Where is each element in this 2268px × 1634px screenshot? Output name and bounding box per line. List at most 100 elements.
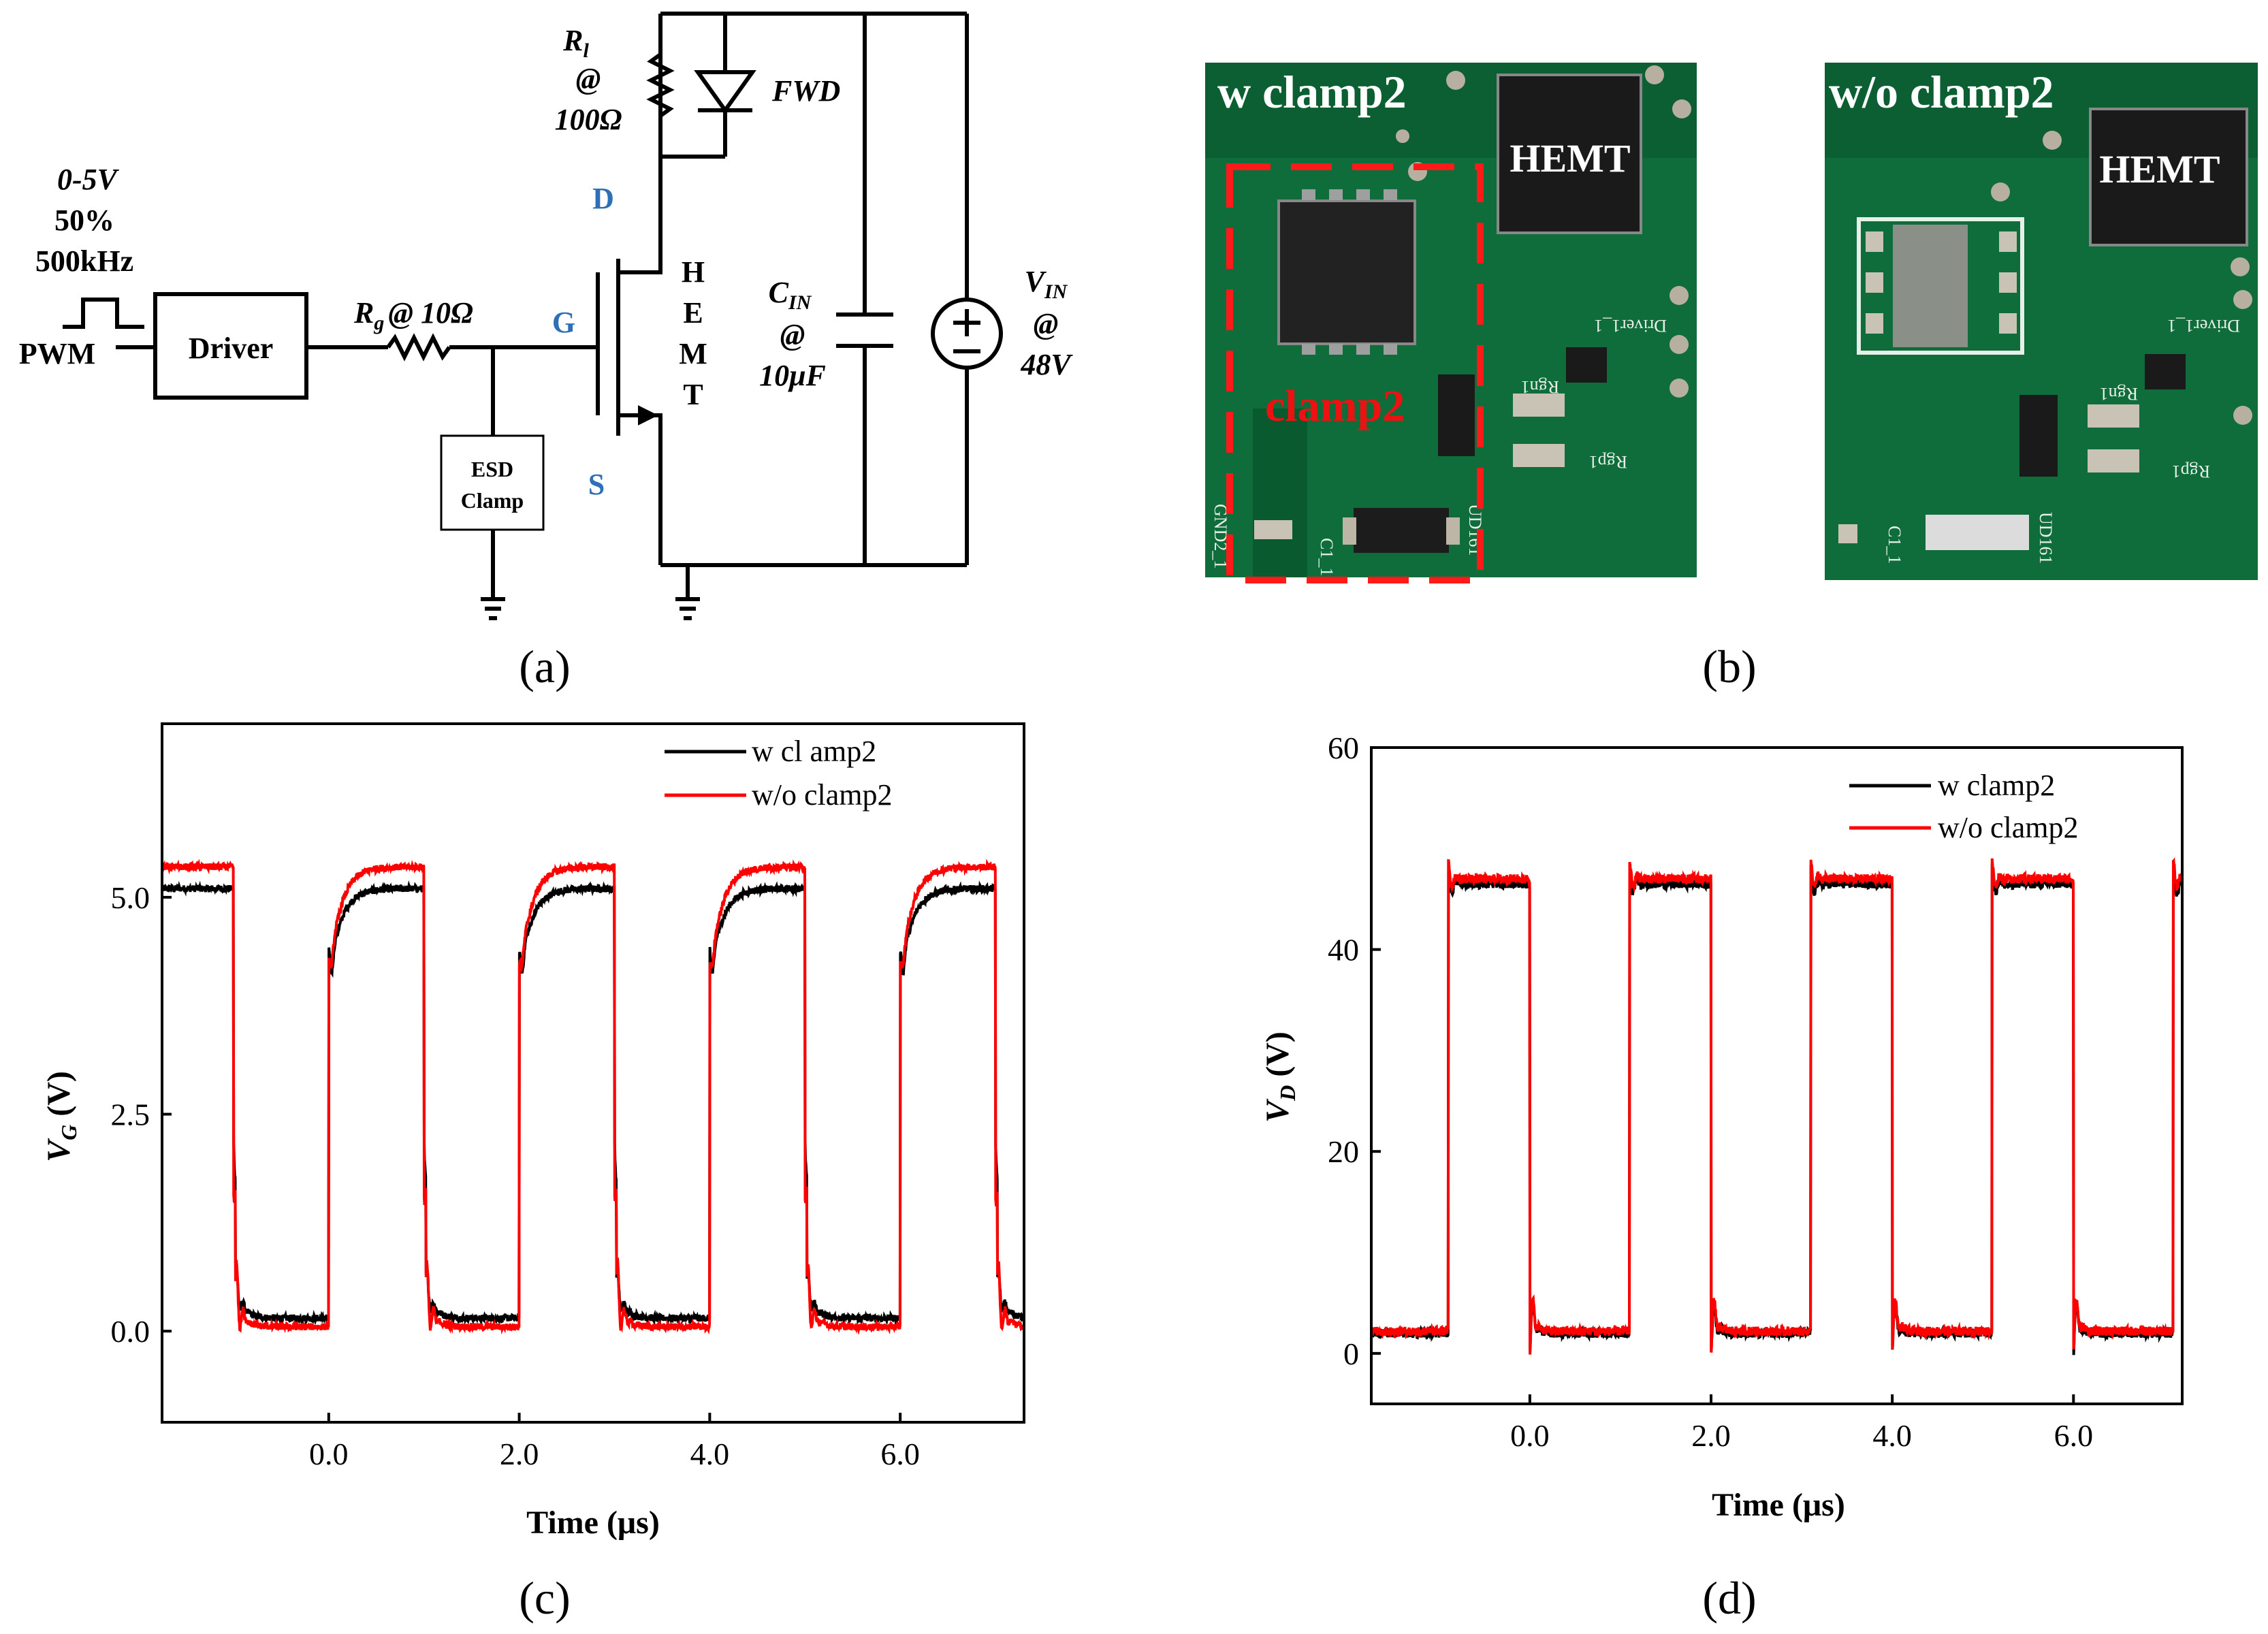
cin-subscript: IN bbox=[788, 291, 812, 314]
chart-c-legend-label-1: w/o clamp2 bbox=[752, 778, 893, 812]
right-silk-ud: UD161 bbox=[2036, 512, 2056, 564]
left-clamp-chip bbox=[1277, 199, 1416, 345]
right-photo-title: w/o clamp2 bbox=[1829, 66, 2054, 118]
source-label: S bbox=[588, 468, 605, 501]
chart-c-legend: w cl amp2 w/o clamp2 bbox=[665, 735, 893, 812]
left-photo-clamp2-label: clamp2 bbox=[1265, 381, 1405, 431]
vin-subscript: IN bbox=[1044, 281, 1068, 303]
svg-text:VG (V): VG (V) bbox=[41, 1071, 81, 1162]
left-photo-title: w clamp2 bbox=[1217, 66, 1407, 118]
panel-label-d: (d) bbox=[1702, 1572, 1756, 1624]
rl-at: @ bbox=[576, 62, 601, 95]
hemt-letter-t: T bbox=[683, 378, 703, 411]
svg-text:Rl: Rl bbox=[562, 24, 589, 62]
chart-d-legend-label-0: w clamp2 bbox=[1938, 769, 2055, 802]
chart-c-series-0-line bbox=[162, 880, 1024, 1327]
drain-label: D bbox=[592, 182, 614, 215]
chart-d-ytick-label-0: 0 bbox=[1343, 1336, 1359, 1371]
pwm-pulse-symbol bbox=[63, 298, 144, 329]
chart-c-xtick-label-3: 6.0 bbox=[880, 1437, 920, 1471]
chart-c-ytick-label-0: 0.0 bbox=[111, 1314, 150, 1349]
hemt-ground-symbol bbox=[675, 597, 700, 620]
clamp2-highlight-box bbox=[1226, 163, 1484, 583]
chart-d-xtick-label-2: 4.0 bbox=[1872, 1418, 1912, 1453]
left-photo-hemt-label: HEMT bbox=[1510, 136, 1630, 180]
left-silk-c1: C1_1 bbox=[1317, 538, 1337, 576]
chart-c-legend-label-0: w cl amp2 bbox=[752, 735, 876, 768]
chart-c-frame bbox=[161, 722, 1025, 1424]
vin-at: @ bbox=[1034, 307, 1059, 340]
right-silk-rgp: Rgp1 bbox=[2172, 462, 2210, 481]
chart-d-xtick-label-3: 6.0 bbox=[2054, 1418, 2094, 1453]
right-silk-rgn: Rgn1 bbox=[2100, 384, 2138, 404]
chart-c-xtick-label-2: 4.0 bbox=[690, 1437, 730, 1471]
pcb-photos-panel: Driver1_1 Rgn1 Rgp1 C1_1 GND2_1 UD161 w … bbox=[1205, 63, 2258, 583]
chart-c-xtick-label-0: 0.0 bbox=[309, 1437, 349, 1471]
svg-text:Rg@ 10Ω: Rg@ 10Ω bbox=[353, 296, 473, 334]
chart-gate-voltage: 0.0 2.0 4.0 6.0 0.0 2.5 5.0 w cl amp2 w/o clam… bbox=[41, 722, 1025, 1541]
schematic-panel bbox=[63, 12, 1003, 620]
panel-label-a: (a) bbox=[519, 641, 570, 692]
hemt-letter-h: H bbox=[682, 255, 705, 289]
hemt-letter-m: M bbox=[679, 337, 707, 370]
chart-d-ytick-label-1: 20 bbox=[1328, 1134, 1359, 1169]
svg-text:VD (V): VD (V) bbox=[1260, 1031, 1300, 1123]
chart-c-series-1-line bbox=[162, 859, 1024, 1335]
svg-text:CIN: CIN bbox=[769, 276, 812, 314]
pwm-frequency-label: 500kHz bbox=[35, 244, 133, 278]
rl-resistor bbox=[646, 14, 675, 157]
panel-label-c: (c) bbox=[519, 1572, 570, 1624]
right-silk-c1: C1_1 bbox=[1885, 526, 1904, 564]
fwd-diode bbox=[694, 70, 756, 114]
left-hemt-chip bbox=[1497, 74, 1642, 234]
chart-c-ytick-label-2: 5.0 bbox=[111, 880, 150, 915]
vin-value: 48V bbox=[1020, 348, 1073, 381]
chart-d-ylabel-unit: (V) bbox=[1260, 1031, 1296, 1085]
cin-value: 10μF bbox=[759, 359, 826, 392]
gate-label: G bbox=[552, 306, 575, 339]
vin-label: V bbox=[1025, 265, 1047, 298]
photo-without-clamp2: Driver1_1 Rgn1 Rgp1 C1_1 UD161 w/o clamp… bbox=[1825, 63, 2258, 580]
right-hemt-chip bbox=[2089, 108, 2248, 246]
rl-value: 100Ω bbox=[555, 103, 622, 136]
esd-label-line1: ESD bbox=[471, 457, 513, 481]
driver-label: Driver bbox=[189, 332, 274, 365]
rl-subscript: l bbox=[584, 39, 590, 62]
chart-d-series-1-line bbox=[1371, 857, 2182, 1355]
right-photo-hemt-label: HEMT bbox=[2099, 147, 2220, 191]
pwm-duty-label: 50% bbox=[54, 204, 114, 237]
chart-d-ylabel: V bbox=[1260, 1098, 1296, 1123]
chart-d-legend: w clamp2 w/o clamp2 bbox=[1849, 769, 2079, 844]
cin-at: @ bbox=[780, 318, 805, 351]
right-silk-driver: Driver1_1 bbox=[2167, 316, 2240, 336]
chart-c-ylabel-unit: (V) bbox=[41, 1071, 77, 1125]
chart-d-ytick-label-2: 40 bbox=[1328, 933, 1359, 967]
panel-label-b: (b) bbox=[1702, 641, 1756, 692]
rg-resistor bbox=[386, 333, 451, 362]
chart-d-frame bbox=[1370, 746, 2184, 1405]
svg-text:VIN: VIN bbox=[1025, 265, 1068, 303]
chart-c-ylabel: V bbox=[41, 1138, 77, 1162]
hemt-letter-e: E bbox=[683, 296, 703, 330]
left-silk-rgn: Rgn1 bbox=[1521, 377, 1559, 397]
chart-c-xtick-label-1: 2.0 bbox=[500, 1437, 539, 1471]
left-silk-driver: Driver1_1 bbox=[1594, 316, 1667, 336]
chart-d-ytick-label-3: 60 bbox=[1328, 731, 1359, 765]
chart-d-series-0-line bbox=[1371, 859, 2182, 1356]
rg-value: @ 10Ω bbox=[388, 296, 473, 330]
fwd-label: FWD bbox=[771, 74, 840, 108]
esd-ground-symbol bbox=[481, 597, 505, 620]
chart-c-ytick-label-1: 2.5 bbox=[111, 1098, 150, 1132]
chart-d-xtick-label-1: 2.0 bbox=[1691, 1418, 1731, 1453]
cin-label: C bbox=[769, 276, 789, 309]
chart-d-legend-label-1: w/o clamp2 bbox=[1938, 811, 2079, 844]
rg-subscript: g bbox=[373, 312, 384, 334]
empty-clamp-footprint bbox=[1857, 217, 2024, 355]
photo-with-clamp2: Driver1_1 Rgn1 Rgp1 C1_1 GND2_1 UD161 w … bbox=[1205, 63, 1697, 583]
esd-label-line2: Clamp bbox=[461, 488, 524, 513]
esd-clamp-box bbox=[440, 434, 545, 531]
rl-label: R bbox=[562, 24, 583, 57]
rg-label: R bbox=[353, 296, 374, 330]
